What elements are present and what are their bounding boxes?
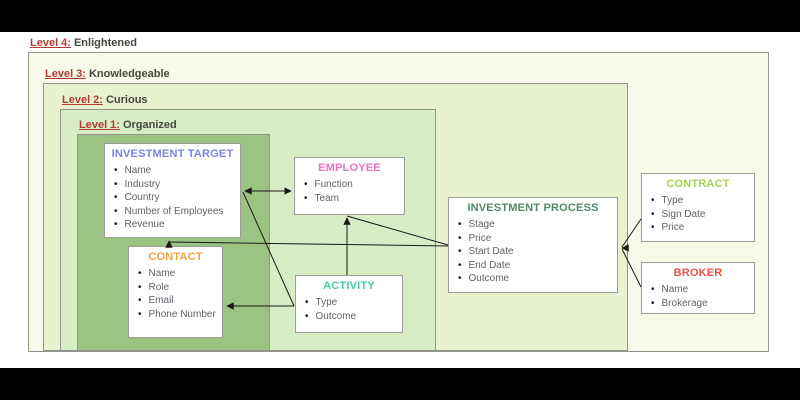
field-item: Outcome bbox=[305, 310, 398, 324]
entity-investment-target: INVESTMENT TARGET Name Industry Country … bbox=[104, 143, 241, 238]
entity-investment-process: INVESTMENT PROCESS Stage Price Start Dat… bbox=[448, 197, 618, 293]
field-item: Role bbox=[138, 281, 218, 295]
field-item: Type bbox=[651, 194, 750, 208]
entity-broker: BROKER Name Brokerage bbox=[641, 262, 755, 314]
level-2-name: Curious bbox=[105, 94, 148, 106]
entity-contact-fields: Name Role Email Phone Number bbox=[133, 267, 218, 321]
field-item: Stage bbox=[458, 218, 613, 232]
field-item: Outcome bbox=[458, 272, 613, 286]
field-item: Number of Employees bbox=[114, 205, 236, 219]
bottom-letterbox-bar bbox=[0, 368, 800, 400]
field-item: Name bbox=[138, 267, 218, 281]
entity-investment-target-title: INVESTMENT TARGET bbox=[111, 148, 234, 160]
entity-activity-fields: Type Outcome bbox=[300, 296, 398, 323]
entity-employee-title: EMPLOYEE bbox=[318, 162, 381, 174]
entity-contract-fields: Type Sign Date Price bbox=[646, 194, 750, 235]
field-item: Price bbox=[458, 232, 613, 246]
entity-contact: CONTACT Name Role Email Phone Number bbox=[128, 246, 223, 338]
field-item: Price bbox=[651, 221, 750, 235]
entity-contract: CONTRACT Type Sign Date Price bbox=[641, 173, 755, 242]
field-item: Phone Number bbox=[138, 308, 218, 322]
field-item: Name bbox=[114, 164, 236, 178]
level-1-prefix: Level 1: bbox=[79, 119, 120, 131]
entity-contract-title: CONTRACT bbox=[666, 178, 730, 190]
level-3-label: Level 3:Knowledgeable bbox=[45, 68, 170, 80]
entity-employee: EMPLOYEE Function Team bbox=[294, 157, 405, 215]
level-4-name: Enlightened bbox=[73, 37, 137, 49]
level-2-label: Level 2:Curious bbox=[62, 94, 148, 106]
field-item: Type bbox=[305, 296, 398, 310]
field-item: Country bbox=[114, 191, 236, 205]
entity-broker-fields: Name Brokerage bbox=[646, 283, 750, 310]
field-item: Name bbox=[651, 283, 750, 297]
entity-broker-title: BROKER bbox=[673, 267, 723, 279]
entity-investment-process-title: INVESTMENT PROCESS bbox=[467, 202, 599, 214]
entity-investment-process-fields: Stage Price Start Date End Date Outcome bbox=[453, 218, 613, 286]
level-4-prefix: Level 4: bbox=[30, 37, 71, 49]
entity-contact-title: CONTACT bbox=[148, 251, 203, 263]
field-item: Revenue bbox=[114, 218, 236, 232]
entity-activity-title: ACTIVITY bbox=[323, 280, 375, 292]
field-item: Email bbox=[138, 294, 218, 308]
entity-employee-fields: Function Team bbox=[299, 178, 400, 205]
field-item: Sign Date bbox=[651, 208, 750, 222]
entity-investment-target-fields: Name Industry Country Number of Employee… bbox=[109, 164, 236, 232]
field-item: Function bbox=[304, 178, 400, 192]
field-item: End Date bbox=[458, 259, 613, 273]
level-4-label: Level 4:Enlightened bbox=[30, 37, 137, 49]
top-letterbox-bar bbox=[0, 0, 800, 32]
entity-activity: ACTIVITY Type Outcome bbox=[295, 275, 403, 333]
level-3-name: Knowledgeable bbox=[88, 68, 170, 80]
field-item: Start Date bbox=[458, 245, 613, 259]
level-1-label: Level 1:Organized bbox=[79, 119, 177, 131]
field-item: Team bbox=[304, 192, 400, 206]
level-2-prefix: Level 2: bbox=[62, 94, 103, 106]
level-3-prefix: Level 3: bbox=[45, 68, 86, 80]
field-item: Brokerage bbox=[651, 297, 750, 311]
field-item: Industry bbox=[114, 178, 236, 192]
level-1-name: Organized bbox=[122, 119, 177, 131]
